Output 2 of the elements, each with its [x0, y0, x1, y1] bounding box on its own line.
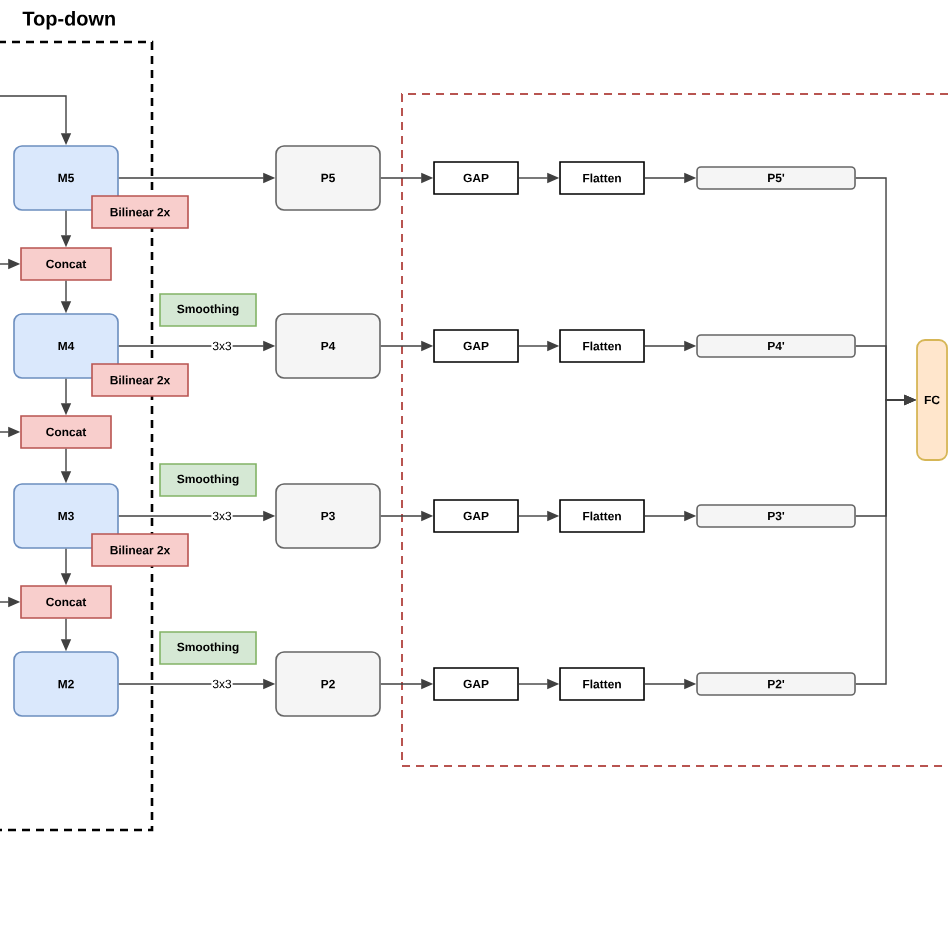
region-title: Top-down — [22, 11, 115, 30]
dashed-region — [401, 93, 948, 767]
